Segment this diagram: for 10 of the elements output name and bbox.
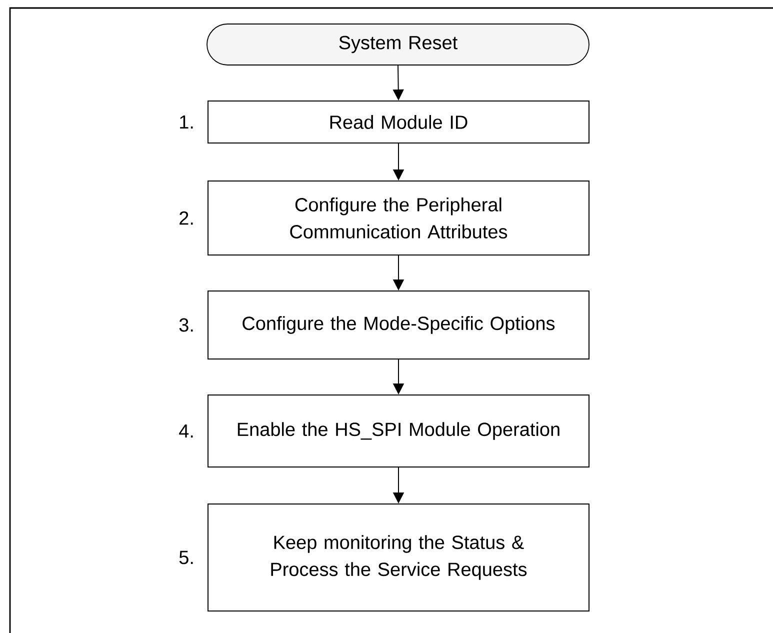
process-box: Keep monitoring the Status & Process the Service Requests [208,504,590,612]
process-box: Read Module ID [208,100,590,144]
step-number: 4. [179,424,193,438]
step-number: 3. [179,318,193,332]
step-number: 1. [180,115,193,129]
step-number: 2. [180,211,193,225]
process-box: Configure the Mode-Specific Options [208,290,590,360]
process-box: Configure the Peripheral Communication Attributes [208,180,590,256]
step-number: 5. [179,550,193,564]
process-box: Enable the HS_SPI Module Operation [208,394,590,468]
